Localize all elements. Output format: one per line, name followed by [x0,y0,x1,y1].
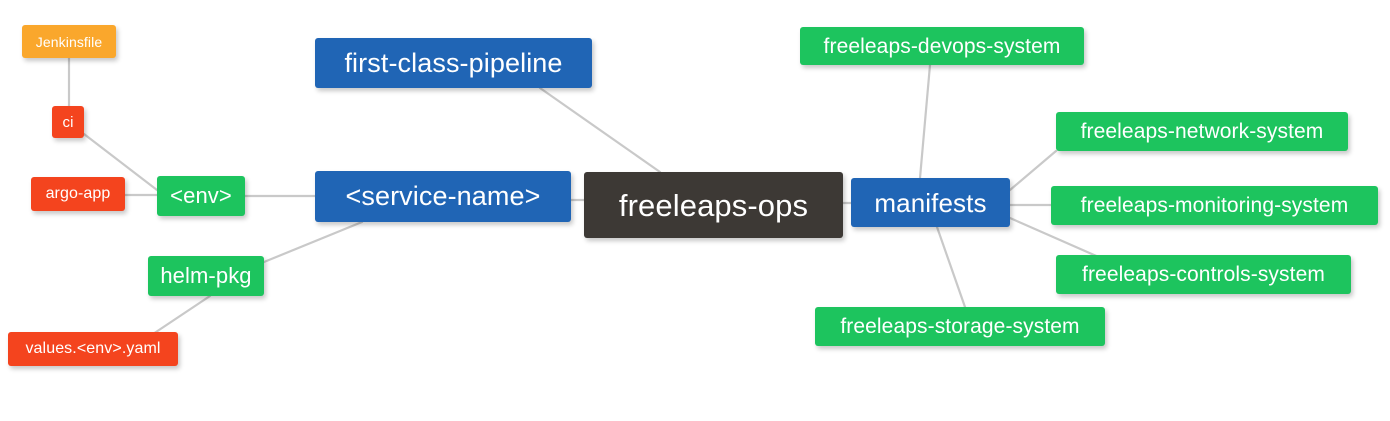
node-argo-app[interactable]: argo-app [31,177,125,211]
node-ci[interactable]: ci [52,106,84,138]
node-service-name-label: <service-name> [345,181,541,211]
node-helm-pkg[interactable]: helm-pkg [148,256,264,296]
node-manifests-label: manifests [874,187,987,218]
node-env[interactable]: <env> [157,176,245,216]
edge-manifests-storage [935,225,967,309]
edge-pipeline-ops [538,86,662,174]
node-freeleaps-devops-system[interactable]: freeleaps-devops-system [800,27,1084,65]
node-ci-label: ci [62,113,74,131]
node-freeleaps-network-system[interactable]: freeleaps-network-system [1056,112,1348,151]
node-freeleaps-ops[interactable]: freeleaps-ops [584,172,843,238]
node-freeleaps-network-system-label: freeleaps-network-system [1080,120,1324,143]
edge-manifests-network [1008,149,1058,192]
node-env-label: <env> [170,183,232,208]
node-jenkinsfile[interactable]: Jenkinsfile [22,25,116,58]
node-freeleaps-devops-system-label: freeleaps-devops-system [823,34,1061,58]
node-helm-pkg-label: helm-pkg [160,263,252,288]
node-freeleaps-ops-label: freeleaps-ops [618,187,809,223]
node-values-yaml[interactable]: values.<env>.yaml [8,332,178,366]
edge-manifests-devops [918,63,932,180]
node-first-class-pipeline[interactable]: first-class-pipeline [315,38,592,88]
node-argo-app-label: argo-app [45,185,111,202]
node-freeleaps-controls-system[interactable]: freeleaps-controls-system [1056,255,1351,294]
node-freeleaps-controls-system-label: freeleaps-controls-system [1082,263,1325,286]
node-first-class-pipeline-label: first-class-pipeline [344,47,563,78]
node-freeleaps-monitoring-system[interactable]: freeleaps-monitoring-system [1051,186,1378,225]
edge-helm-pkg-service-name [262,220,364,264]
edge-values-helm-pkg [148,294,212,338]
node-freeleaps-monitoring-system-label: freeleaps-monitoring-system [1080,194,1349,217]
node-manifests[interactable]: manifests [851,178,1010,227]
node-freeleaps-storage-system-label: freeleaps-storage-system [840,315,1080,338]
node-values-yaml-label: values.<env>.yaml [25,340,161,357]
node-freeleaps-storage-system[interactable]: freeleaps-storage-system [815,307,1105,346]
node-jenkinsfile-label: Jenkinsfile [35,33,103,50]
node-service-name[interactable]: <service-name> [315,171,571,222]
